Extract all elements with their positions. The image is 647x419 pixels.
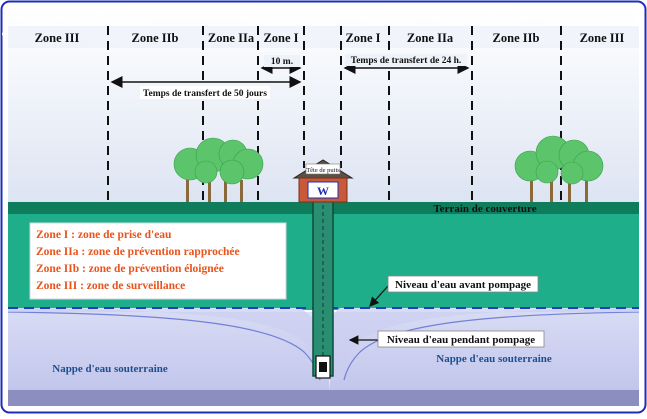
callout-during: Niveau d'eau pendant pompage [348, 330, 545, 348]
legend-zone-iii: Zone III : zone de surveillance [36, 280, 185, 292]
legend-zone-iia: Zone IIa : zone de prévention rapprochée [36, 246, 240, 258]
water-level-before-label: Niveau d'eau avant pompage [395, 279, 531, 291]
transfer-50d-label: Temps de transfert de 50 jours [143, 89, 267, 99]
aquifer-left-label: Nappe d'eau souterraine [52, 363, 168, 375]
bedrock [8, 390, 639, 406]
zone-label: Zone III [35, 31, 80, 45]
distance-arrows [110, 62, 470, 88]
zone-label: Zone IIa [407, 31, 454, 45]
aquifer-left [8, 308, 330, 390]
zone-label: Zone IIb [132, 31, 179, 45]
well-shaft [312, 195, 334, 379]
zone-dividers [107, 26, 562, 200]
zone-label: Zone I [345, 31, 380, 45]
zone-label: Zone III [580, 31, 625, 45]
legend-box: Zone I : zone de prise d'eau Zone IIa : … [29, 222, 287, 300]
callout-before: Niveau d'eau avant pompage [369, 275, 539, 307]
water-level-during-label: Niveau d'eau pendant pompage [387, 334, 535, 346]
zone-label: Zone IIb [493, 31, 540, 45]
ground-cover-label: Terrain de couverture [433, 203, 536, 215]
legend-zone-iib: Zone IIb : zone de prévention éloignée [36, 263, 224, 275]
zone-band [8, 26, 639, 48]
water-logo-icon: W [317, 184, 329, 198]
aquifer-right-label: Nappe d'eau souterraine [436, 353, 552, 365]
zone-label: Zone I [263, 31, 298, 45]
aquifer-right [328, 308, 639, 390]
wellhead-sign: Tête de puits [306, 167, 340, 174]
tree-group-left [173, 137, 264, 202]
tree-group-right [514, 135, 604, 202]
distance-10m-label: 10 m. [271, 57, 293, 67]
wellhead-house: W Tête de puits [292, 159, 354, 203]
legend-zone-i: Zone I : zone de prise d'eau [36, 229, 172, 241]
zone-labels: Zone III Zone IIb Zone IIa Zone I Zone I… [35, 31, 625, 45]
transfer-24h-label: Temps de transfert de 24 h. [351, 56, 461, 66]
zone-label: Zone IIa [208, 31, 255, 45]
